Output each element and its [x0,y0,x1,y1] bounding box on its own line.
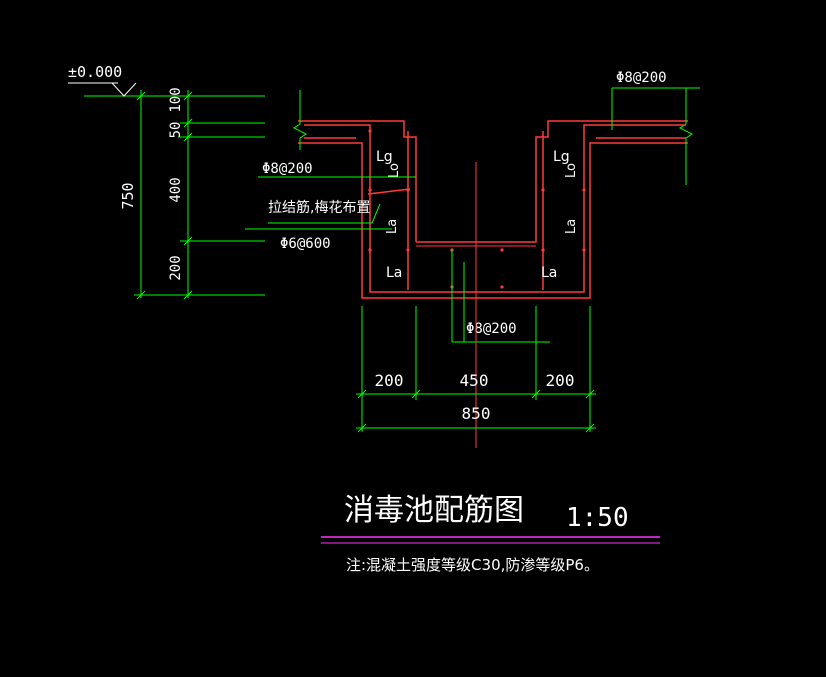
dim-h-450: 450 [460,371,489,390]
rebar-callouts: Φ8@200 拉结筋,梅花布置 Φ6@600 Φ8@200 Φ8@200 [245,70,700,343]
dim-total-750: 750 [119,182,137,209]
dim-400: 400 [168,177,184,202]
pool-concrete-outline [293,88,693,299]
drawing-note: 注:混凝土强度等级C30,防渗等级P6。 [346,556,599,574]
dim-h-850: 850 [462,404,491,423]
callout-phi8-bottom: Φ8@200 [466,321,517,337]
rebar-layout [304,124,686,293]
callout-tie-note: 拉结筋,梅花布置 [268,199,370,216]
dim-h-200-right: 200 [546,371,575,390]
elevation-mark: ±0.000 [68,63,265,97]
label-la-left-bot: La [386,265,402,281]
label-la-right-mid: La [564,219,579,234]
title-block: 消毒池配筋图 1:50 注:混凝土强度等级C30,防渗等级P6。 [321,493,660,574]
dim-h-200-left: 200 [375,371,404,390]
horizontal-dimension: 200 450 200 850 [356,306,596,433]
label-la-left-mid: La [385,219,400,234]
dim-100: 100 [168,87,184,112]
callout-phi8-left: Φ8@200 [262,161,313,177]
label-lo-right: Lo [564,163,579,178]
label-lo-left: Lo [387,163,402,178]
drawing-scale: 1:50 [566,503,629,533]
callout-phi6: Φ6@600 [280,236,331,252]
elevation-label: ±0.000 [68,63,122,81]
label-lg-right: Lg [553,149,570,165]
callout-phi8-right: Φ8@200 [616,70,667,86]
vertical-dimension: 750 100 50 400 200 [119,87,265,300]
label-lg-left: Lg [376,149,393,165]
dim-200: 200 [168,255,184,280]
label-la-right-bot: La [541,265,557,281]
dim-50: 50 [168,122,184,139]
drawing-title: 消毒池配筋图 [344,493,524,528]
anchor-labels: Lg Lo La La Lg Lo La La [376,149,579,281]
